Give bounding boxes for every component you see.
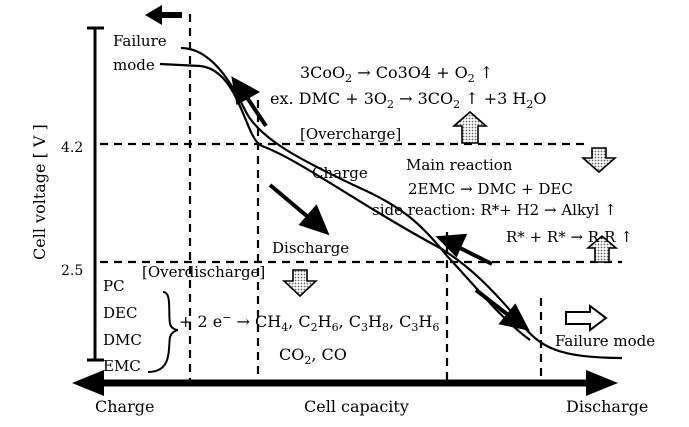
charge-curve xyxy=(159,62,623,360)
main-reaction-title: Main reaction xyxy=(406,156,513,174)
side-reaction-up-arrow xyxy=(585,234,619,263)
dashed-guides xyxy=(100,14,622,380)
side-reaction-line1: side reaction: R*+ H2 → Alkyl ↑ xyxy=(372,201,617,219)
overdischarge-label: [Overdischarge] xyxy=(142,263,265,281)
solvent-item: DEC xyxy=(103,304,137,322)
overcharge-label: [Overcharge] xyxy=(300,125,401,143)
x-axis xyxy=(72,370,618,396)
curve-arrows xyxy=(231,76,530,331)
y-tick-2-5: 2.5 xyxy=(61,263,83,279)
main-reaction-down-arrow xyxy=(580,147,618,174)
x-left-label: Charge xyxy=(95,397,154,416)
main-reaction-equation: 2EMC → DMC + DEC xyxy=(408,180,573,198)
overdischarge-reaction-2: CO2, CO xyxy=(279,345,347,367)
overcharge-reaction-1: 3CoO2 → Co3O4 + O2 ↑ xyxy=(300,63,493,85)
solvent-list: PC DEC DMC EMC xyxy=(103,277,179,375)
y-tick-4-2: 4.2 xyxy=(61,140,83,156)
discharge-label: Discharge xyxy=(272,239,349,257)
failure-mode-arrows xyxy=(145,5,608,332)
failure-mode-right: Failure mode xyxy=(555,332,655,350)
solvent-item: EMC xyxy=(103,357,141,375)
solvent-brace xyxy=(147,291,179,373)
solvent-item: PC xyxy=(103,277,125,295)
y-axis-label: Cell voltage [ V ] xyxy=(30,124,49,260)
x-right-label: Discharge xyxy=(566,397,648,416)
failure-mode-left-line1: Failure xyxy=(113,32,167,50)
overdischarge-down-arrow xyxy=(281,269,319,298)
charge-label: Charge xyxy=(312,164,368,182)
y-axis xyxy=(87,26,104,362)
dotted-block-arrows xyxy=(281,110,619,298)
discharge-curve xyxy=(180,46,531,341)
failure-mode-left-line2: mode xyxy=(113,56,155,74)
voltage-curves xyxy=(159,46,623,360)
overdischarge-reaction-1: + 2 e− → CH4, C2H6, C3H8, C3H6 xyxy=(179,311,439,334)
overcharge-reaction-2: ex. DMC + 3O2 → 3CO2 ↑ +3 H2O xyxy=(270,89,546,111)
solvent-item: DMC xyxy=(103,331,142,349)
x-axis-label: Cell capacity xyxy=(304,397,409,416)
side-reaction-line2: R* + R* → R-R ↑ xyxy=(506,228,633,246)
overcharge-up-arrow xyxy=(451,110,489,144)
